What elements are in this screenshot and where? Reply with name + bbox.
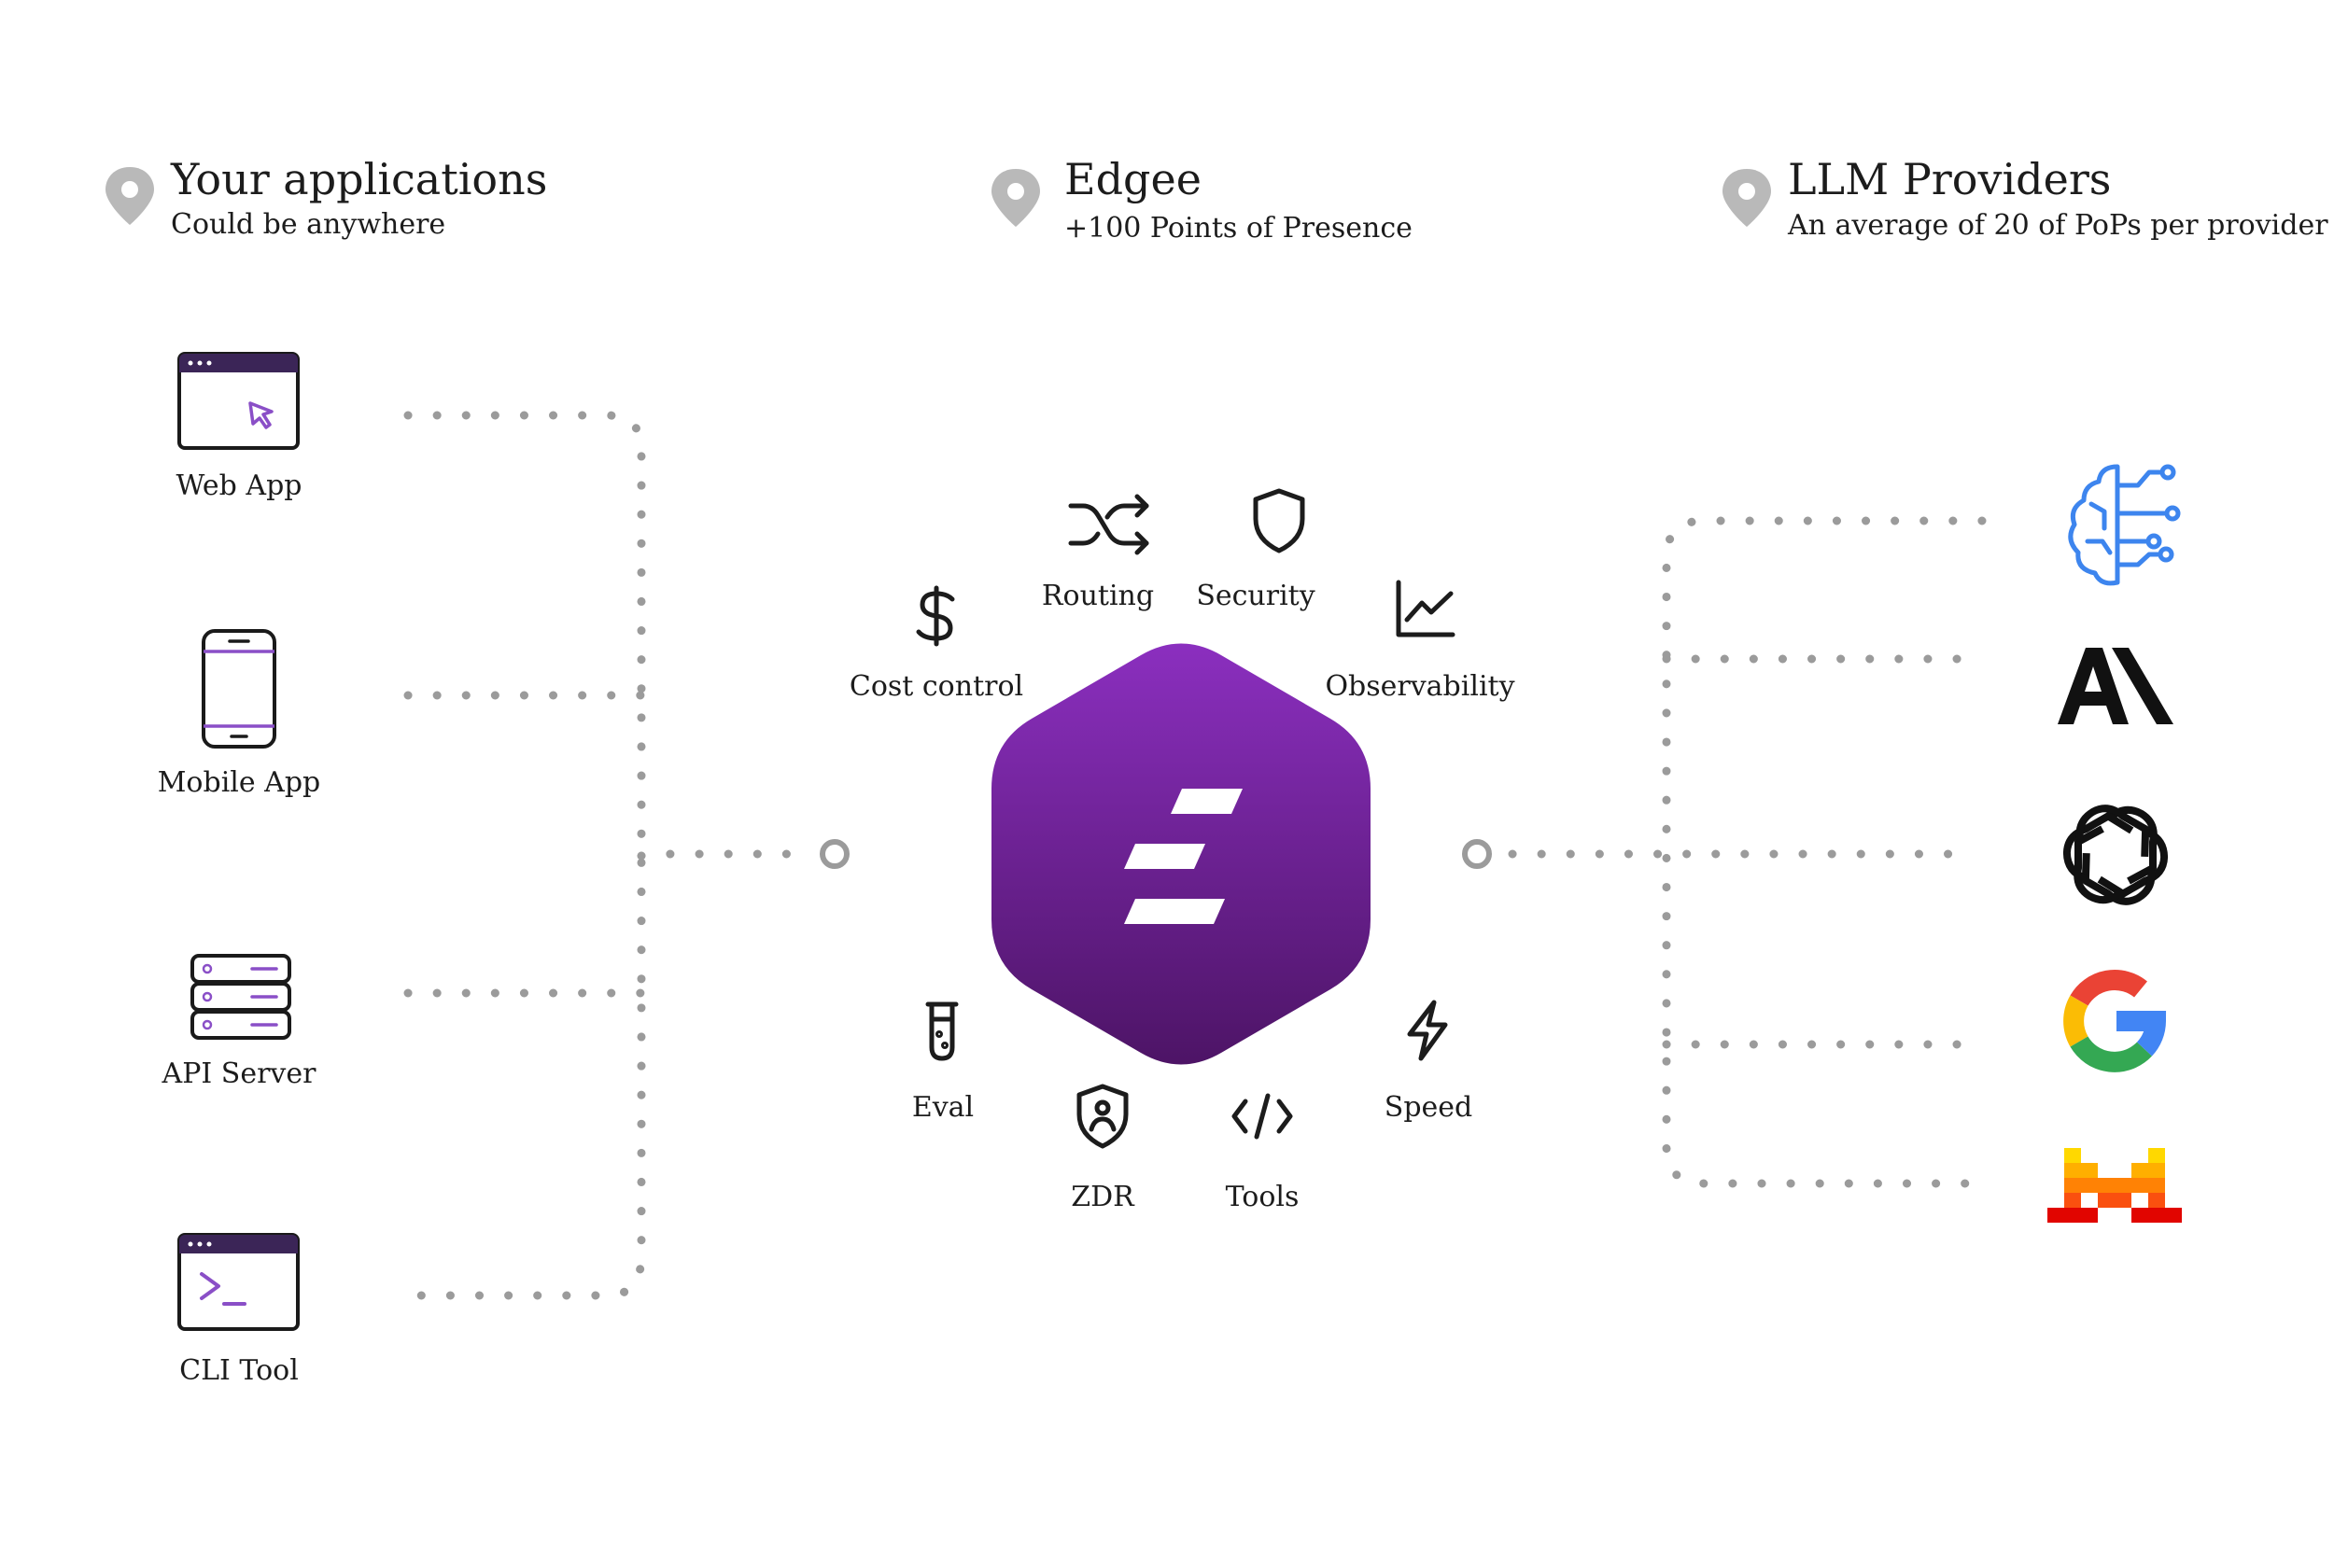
feature-cost-control: Cost control: [850, 585, 1023, 703]
brain-circuit-logo: [2068, 464, 2181, 586]
feature-label: Cost control: [850, 670, 1023, 703]
feature-label: Routing: [1042, 580, 1154, 612]
lightning-icon: [1407, 1000, 1448, 1061]
feature-routing: Routing: [1042, 494, 1154, 612]
edgee-subtitle: +100 Points of Presence: [1064, 212, 1413, 245]
apps-title: Your applications: [170, 154, 547, 204]
app-cli: CLI Tool: [177, 1233, 300, 1387]
shield-icon: [1253, 488, 1305, 553]
feature-label: Security: [1196, 580, 1315, 612]
web-app-icon: [177, 352, 300, 450]
apps-subtitle: Could be anywhere: [171, 208, 445, 241]
shuffle-icon: [1068, 494, 1149, 555]
feature-label: Speed: [1385, 1091, 1472, 1124]
edgee-hub: [991, 643, 1371, 1065]
edgee-logo-icon: [1124, 789, 1243, 924]
cli-tool-icon: [177, 1233, 300, 1331]
api-server-icon: [190, 954, 291, 1040]
feature-speed: Speed: [1385, 1000, 1472, 1124]
mobile-app-icon: [202, 629, 276, 749]
feature-label: ZDR: [1071, 1181, 1135, 1213]
apps-connector-endpoint: [820, 839, 850, 869]
app-label: Web App: [176, 469, 302, 502]
providers-connectors: [1462, 516, 1987, 1188]
app-label: Mobile App: [158, 766, 321, 799]
chart-line-icon: [1396, 580, 1455, 637]
app-label: CLI Tool: [179, 1354, 299, 1387]
providers-subtitle: An average of 20 of PoPs per provider: [1787, 209, 2328, 242]
provider-anthropic: [2058, 648, 2173, 724]
app-label: API Server: [162, 1057, 317, 1090]
anthropic-logo: [2058, 648, 2173, 724]
providers-connector-endpoint: [1462, 839, 1492, 869]
apps-header: Your applications Could be anywhere: [105, 154, 547, 241]
feature-label: Eval: [912, 1091, 974, 1124]
mistral-logo: [2047, 1148, 2182, 1223]
app-web: Web App: [176, 352, 302, 502]
app-api-server: API Server: [162, 954, 317, 1090]
feature-tools: Tools: [1226, 1093, 1300, 1213]
feature-label: Tools: [1226, 1181, 1300, 1213]
feature-zdr: ZDR: [1071, 1084, 1135, 1213]
shield-user-icon: [1076, 1084, 1129, 1149]
edgee-title: Edgee: [1064, 154, 1202, 204]
providers-header: LLM Providers An average of 20 of PoPs p…: [1722, 154, 2328, 242]
provider-brain: [2068, 464, 2181, 586]
provider-mistral: [2047, 1148, 2182, 1223]
google-logo: [2063, 970, 2167, 1072]
app-mobile: Mobile App: [158, 629, 321, 799]
apps-connectors: [403, 411, 850, 1300]
edgee-header: Edgee +100 Points of Presence: [991, 154, 1413, 245]
feature-label: Observability: [1325, 670, 1514, 703]
test-tube-icon: [925, 1001, 959, 1061]
openai-logo: [2062, 805, 2169, 905]
providers-title: LLM Providers: [1788, 154, 2111, 204]
feature-observability: Observability: [1325, 580, 1515, 703]
provider-google: [2063, 970, 2167, 1072]
code-icon: [1231, 1093, 1293, 1140]
provider-openai: [2062, 805, 2169, 905]
dollar-icon: [916, 585, 955, 647]
feature-security: Security: [1196, 488, 1315, 612]
feature-eval: Eval: [912, 1001, 974, 1124]
